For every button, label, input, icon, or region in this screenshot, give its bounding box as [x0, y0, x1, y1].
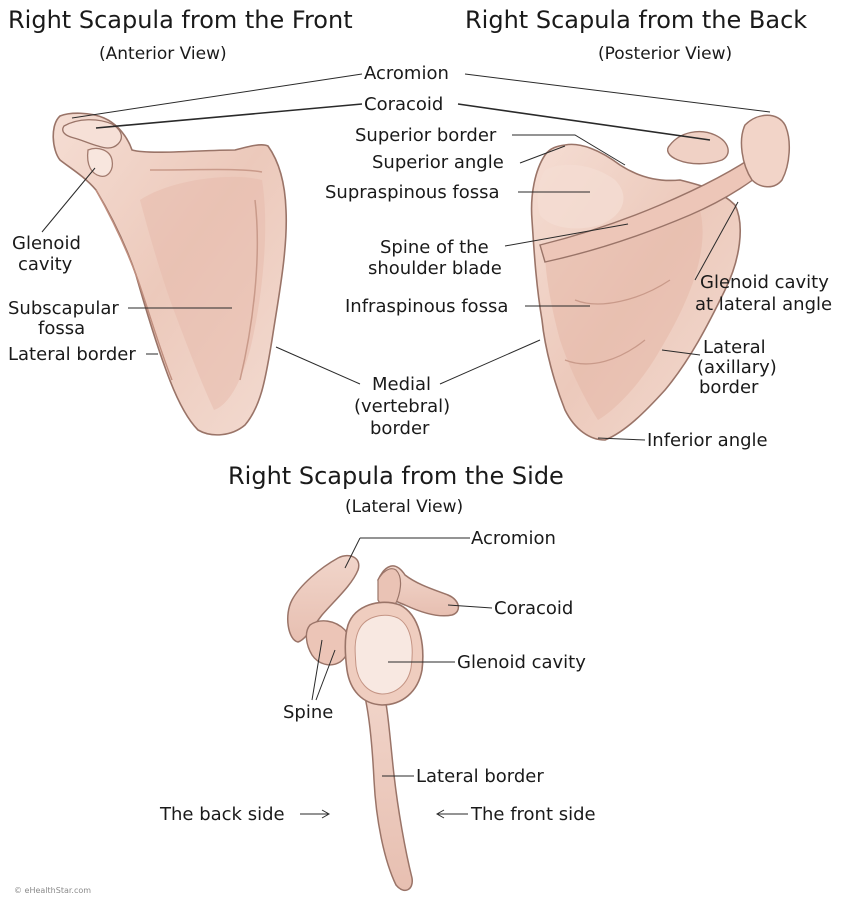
label-medial-line3: border	[370, 418, 430, 439]
label-side-coracoid: Coracoid	[494, 598, 574, 619]
label-medial-line1: Medial	[372, 374, 432, 395]
label-back-side: The back side	[160, 804, 285, 825]
lateral-glenoid-cavity	[354, 614, 413, 695]
label-glenoid-posterior-line2: at lateral angle	[695, 294, 833, 315]
lateral-title: Right Scapula from the Side	[228, 462, 564, 490]
label-infraspinous-fossa: Infraspinous fossa	[345, 296, 509, 317]
label-side-lateral-border: Lateral border	[416, 766, 544, 787]
anterior-subtitle: (Anterior View)	[99, 44, 227, 64]
posterior-supraspinous-shade	[537, 164, 624, 229]
label-side-spine: Spine	[283, 702, 334, 723]
label-glenoid-posterior-line1: Glenoid cavity	[700, 272, 829, 293]
posterior-coracoid	[666, 130, 729, 165]
label-acromion: Acromion	[364, 63, 449, 84]
posterior-subtitle: (Posterior View)	[598, 44, 733, 64]
label-glenoid-anterior-line2: cavity	[18, 254, 73, 275]
label-front-side: The front side	[471, 804, 596, 825]
posterior-scapula	[530, 114, 790, 441]
lateral-blade-shaft	[358, 678, 413, 892]
lateral-subtitle: (Lateral View)	[345, 497, 464, 517]
posterior-acromion	[740, 114, 790, 188]
label-side-glenoid-cavity: Glenoid cavity	[457, 652, 586, 673]
label-inferior-angle: Inferior angle	[647, 430, 768, 451]
label-spine-line2: shoulder blade	[368, 258, 502, 279]
lateral-acromion	[286, 554, 360, 643]
credit-text: © eHealthStar.com	[14, 886, 92, 895]
label-coracoid: Coracoid	[364, 94, 444, 115]
posterior-infraspinous-shade	[545, 210, 703, 420]
label-spine-line1: Spine of the	[380, 237, 489, 258]
anterior-lateral-edge	[95, 189, 173, 381]
lateral-scapula	[286, 554, 460, 892]
anterior-ridge	[149, 168, 263, 381]
label-superior-angle: Superior angle	[372, 152, 504, 173]
anterior-title: Right Scapula from the Front	[8, 6, 353, 34]
posterior-ridges	[564, 279, 671, 365]
label-side-acromion: Acromion	[471, 528, 556, 549]
label-medial-line2: (vertebral)	[354, 396, 451, 417]
anterior-subscapular-shade	[140, 176, 266, 410]
anterior-scapula	[52, 112, 288, 436]
label-subscapular-line1: Subscapular	[8, 298, 119, 319]
label-lateral-border-anterior: Lateral border	[8, 344, 136, 365]
leader-lines	[41, 73, 771, 819]
label-lateral-axillary-line3: border	[699, 377, 759, 398]
lateral-spine-segment	[305, 620, 350, 666]
label-superior-border: Superior border	[355, 125, 497, 146]
label-supraspinous-fossa: Supraspinous fossa	[325, 182, 500, 203]
label-glenoid-anterior-line1: Glenoid	[12, 233, 81, 254]
label-subscapular-line2: fossa	[38, 318, 86, 339]
posterior-title: Right Scapula from the Back	[465, 6, 808, 34]
label-lateral-axillary-line2: (axillary)	[697, 357, 777, 378]
label-lateral-axillary-line1: Lateral	[703, 337, 766, 358]
